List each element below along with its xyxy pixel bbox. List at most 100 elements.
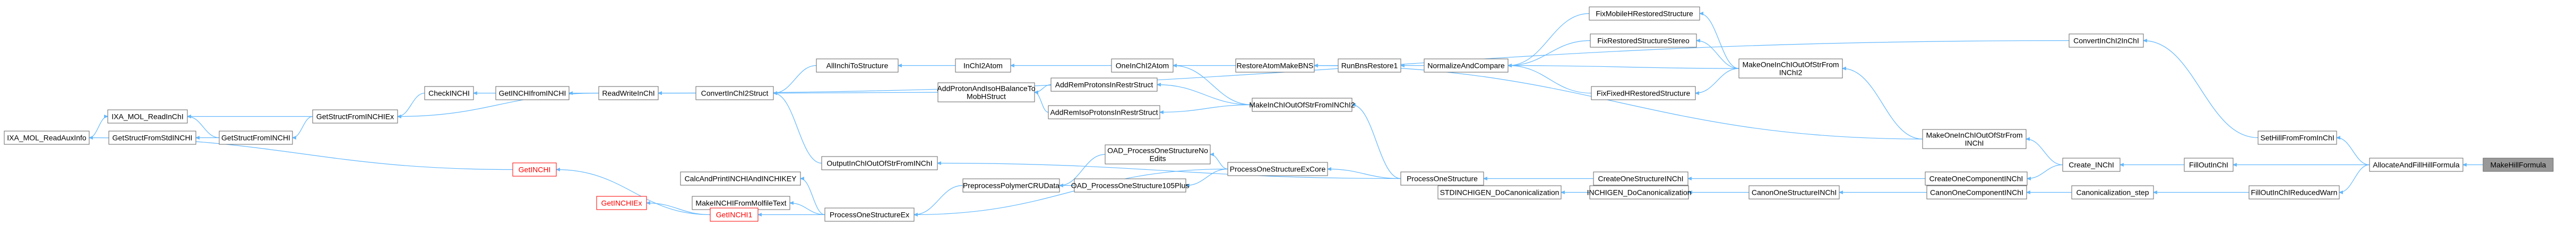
node-box — [495, 86, 570, 100]
node-box — [1922, 129, 2027, 149]
node-NormalizeAndCompare[interactable]: NormalizeAndCompare — [1424, 58, 1509, 73]
node-label: OutputInChIOutOfStrFromINChI — [826, 159, 932, 168]
node-PreprocessPolymerCRUData[interactable]: PreprocessPolymerCRUData — [962, 178, 1060, 193]
node-label: MobHStruct — [967, 92, 1006, 101]
node-FillOutInChIReducedWarn[interactable]: FillOutInChIReducedWarn — [2248, 185, 2340, 200]
node-label: RunBnsRestore1 — [1341, 62, 1398, 70]
node-InChI2Atom[interactable]: InChI2Atom — [955, 58, 1011, 73]
node-OneInChI2Atom[interactable]: OneInChI2Atom — [1111, 58, 1174, 73]
node-FixFixedHRestoredStructure[interactable]: FixFixedHRestoredStructure — [1591, 86, 1696, 100]
node-INCHIGEN_DoCanonicalization[interactable]: INCHIGEN_DoCanonicalization — [1587, 185, 1692, 200]
edge-OAD_ProcessOneStructure105Plus-to-ProcessOneStructureExCore — [1185, 168, 1228, 186]
node-box — [821, 156, 938, 170]
node-MakeINCHIFromMolfileText[interactable]: MakeINCHIFromMolfileText — [692, 196, 790, 210]
node-box — [512, 162, 557, 177]
node-AllocateAndFillHillFormula[interactable]: AllocateAndFillHillFormula — [2369, 158, 2463, 172]
node-CanonOneStructureINChI[interactable]: CanonOneStructureINChI — [1748, 185, 1840, 200]
node-ConvertInChI2Struct[interactable]: ConvertInChI2Struct — [695, 86, 774, 100]
node-box — [1748, 185, 1840, 200]
edge-arrowhead — [2026, 191, 2030, 194]
node-ProcessOneStructureExCore[interactable]: ProcessOneStructureExCore — [1227, 162, 1328, 176]
node-box — [108, 131, 196, 145]
node-label: NormalizeAndCompare — [1427, 62, 1505, 70]
node-MakeHillFormula[interactable]: MakeHillFormula — [2483, 158, 2554, 172]
node-Canonicalization_step[interactable]: Canonicalization_step — [2071, 185, 2154, 200]
node-CalcAndPrintINCHIAndINCHIKEY[interactable]: CalcAndPrintINCHIAndINCHIKEY — [680, 171, 801, 186]
node-OAD_ProcessOneStructure105Plus[interactable]: OAD_ProcessOneStructure105Plus — [1071, 178, 1190, 193]
node-box — [1338, 58, 1401, 73]
edge-arrowhead — [1172, 64, 1177, 67]
node-GetStructFromStdINCHI[interactable]: GetStructFromStdINCHI — [108, 131, 196, 145]
node-FixMobileHRestoredStructure[interactable]: FixMobileHRestoredStructure — [1589, 6, 1700, 21]
node-OutputInChIOutOfStrFromINChI[interactable]: OutputInChIOutOfStrFromINChI — [821, 156, 938, 170]
node-label: SetHillFromFromInChI — [2260, 134, 2334, 142]
node-GetINCHIfromINCHI[interactable]: GetINCHIfromINCHI — [495, 86, 570, 100]
node-box — [1925, 171, 2028, 186]
node-CanonOneComponentINChI[interactable]: CanonOneComponentINChI — [1926, 185, 2027, 200]
edge-NormalizeAndCompare-to-MakeOneInChIOutOfStrFromINChI2 — [1507, 65, 1739, 69]
node-box — [824, 207, 915, 222]
node-box — [1738, 58, 1843, 79]
node-label: AddRemIsoProtonsInRestrStruct — [1050, 108, 1158, 117]
node-box — [1590, 33, 1697, 48]
node-IXA_MOL_ReadInChI[interactable]: IXA_MOL_ReadInChI — [107, 109, 188, 124]
node-RunBnsRestore1[interactable]: RunBnsRestore1 — [1338, 58, 1401, 73]
node-box — [107, 109, 188, 124]
node-FixRestoredStructureStereo[interactable]: FixRestoredStructureStereo — [1590, 33, 1697, 48]
node-label: FillOutInChI — [2189, 161, 2228, 169]
edge-arrowhead — [1010, 64, 1014, 67]
node-RestoreAtomMakeBNS[interactable]: RestoreAtomMakeBNS — [1235, 58, 1315, 73]
node-CheckINCHI[interactable]: CheckINCHI — [424, 86, 474, 100]
node-label: FixFixedHRestoredStructure — [1597, 89, 1691, 98]
node-label: CanonOneComponentINChI — [1930, 188, 2023, 197]
node-box — [596, 196, 647, 210]
node-label: GetINCHIfromINCHI — [499, 89, 566, 98]
edge-ConvertInChI2Struct-to-AddProtonAndIsoHBalanceToMobHStruct — [773, 92, 938, 94]
node-box — [1593, 171, 1688, 186]
node-CreateOneStructureINChI[interactable]: CreateOneStructureINChI — [1593, 171, 1688, 186]
edge-arrowhead — [1058, 184, 1063, 187]
node-IXA_MOL_ReadAuxInfo[interactable]: IXA_MOL_ReadAuxInfo — [4, 131, 90, 145]
node-ProcessOneStructureEx[interactable]: ProcessOneStructureEx — [824, 207, 915, 222]
node-Create_INChI[interactable]: Create_INChI — [2062, 158, 2121, 172]
node-AddRemIsoProtonsInRestrStruct[interactable]: AddRemIsoProtonsInRestrStruct — [1048, 105, 1160, 119]
node-label: GetINCHI1 — [716, 211, 753, 219]
node-GetStructFromINCHIEx[interactable]: GetStructFromINCHIEx — [312, 109, 398, 124]
edge-MakeINCHIFromMolfileText-to-ProcessOneStructureEx — [789, 202, 825, 215]
node-ReadWriteInChI[interactable]: ReadWriteInChI — [598, 86, 659, 100]
node-AddRemProtonsInRestrStruct[interactable]: AddRemProtonsInRestrStruct — [1050, 77, 1158, 92]
node-SetHillFromFromInChI[interactable]: SetHillFromFromInChI — [2258, 131, 2337, 145]
edge-NormalizeAndCompare-to-FixFixedHRestoredStructure — [1507, 65, 1592, 94]
node-label: ConvertInChI2Struct — [701, 89, 769, 98]
node-FillOutInChI[interactable]: FillOutInChI — [2184, 158, 2234, 172]
edge-arrowhead — [1838, 191, 1843, 194]
node-box — [692, 196, 790, 210]
node-label: MakeOneInChIOutOfStrFrom — [1742, 60, 1839, 69]
node-label: GetStructFromStdINCHI — [113, 134, 193, 142]
node-STDINCHIGEN_DoCanonicalization[interactable]: STDINCHIGEN_DoCanonicalization — [1437, 185, 1562, 200]
node-ConvertInChI2InChI[interactable]: ConvertInChI2InChI — [2069, 33, 2144, 48]
node-CreateOneComponentINChI[interactable]: CreateOneComponentINChI — [1925, 171, 2028, 186]
edge-SetHillFromFromInChI-to-AllocateAndFillHillFormula — [2336, 137, 2370, 166]
edge-arrowhead — [1507, 64, 1512, 67]
node-MakeInChIOutOfStrFromINChI2[interactable]: MakeInChIOutOfStrFromINChI2 — [1249, 98, 1355, 112]
edge-arrowhead — [2336, 136, 2340, 140]
edge-ProcessOneStructureEx-to-ProcessOneStructureExCore — [914, 168, 1228, 215]
node-label: ProcessOneStructureEx — [830, 211, 909, 219]
node-GetINCHI[interactable]: GetINCHI — [512, 162, 557, 177]
node-box — [1074, 178, 1186, 193]
edge-ConvertInChI2InChI-to-SetHillFromFromInChI — [2143, 40, 2259, 139]
node-label: CheckINCHI — [428, 89, 470, 98]
edge-arrowhead — [936, 161, 941, 165]
node-GetStructFromINCHI[interactable]: GetStructFromINCHI — [219, 131, 293, 145]
node-AllInchiToStructure[interactable]: AllInchiToStructure — [816, 58, 899, 73]
node-GetINCHIEx[interactable]: GetINCHIEx — [596, 196, 647, 210]
node-GetINCHI1[interactable]: GetINCHI1 — [710, 207, 759, 222]
node-box — [1111, 58, 1174, 73]
node-label: CalcAndPrintINCHIAndINCHIKEY — [685, 175, 797, 183]
node-ProcessOneStructure[interactable]: ProcessOneStructure — [1400, 171, 1484, 186]
